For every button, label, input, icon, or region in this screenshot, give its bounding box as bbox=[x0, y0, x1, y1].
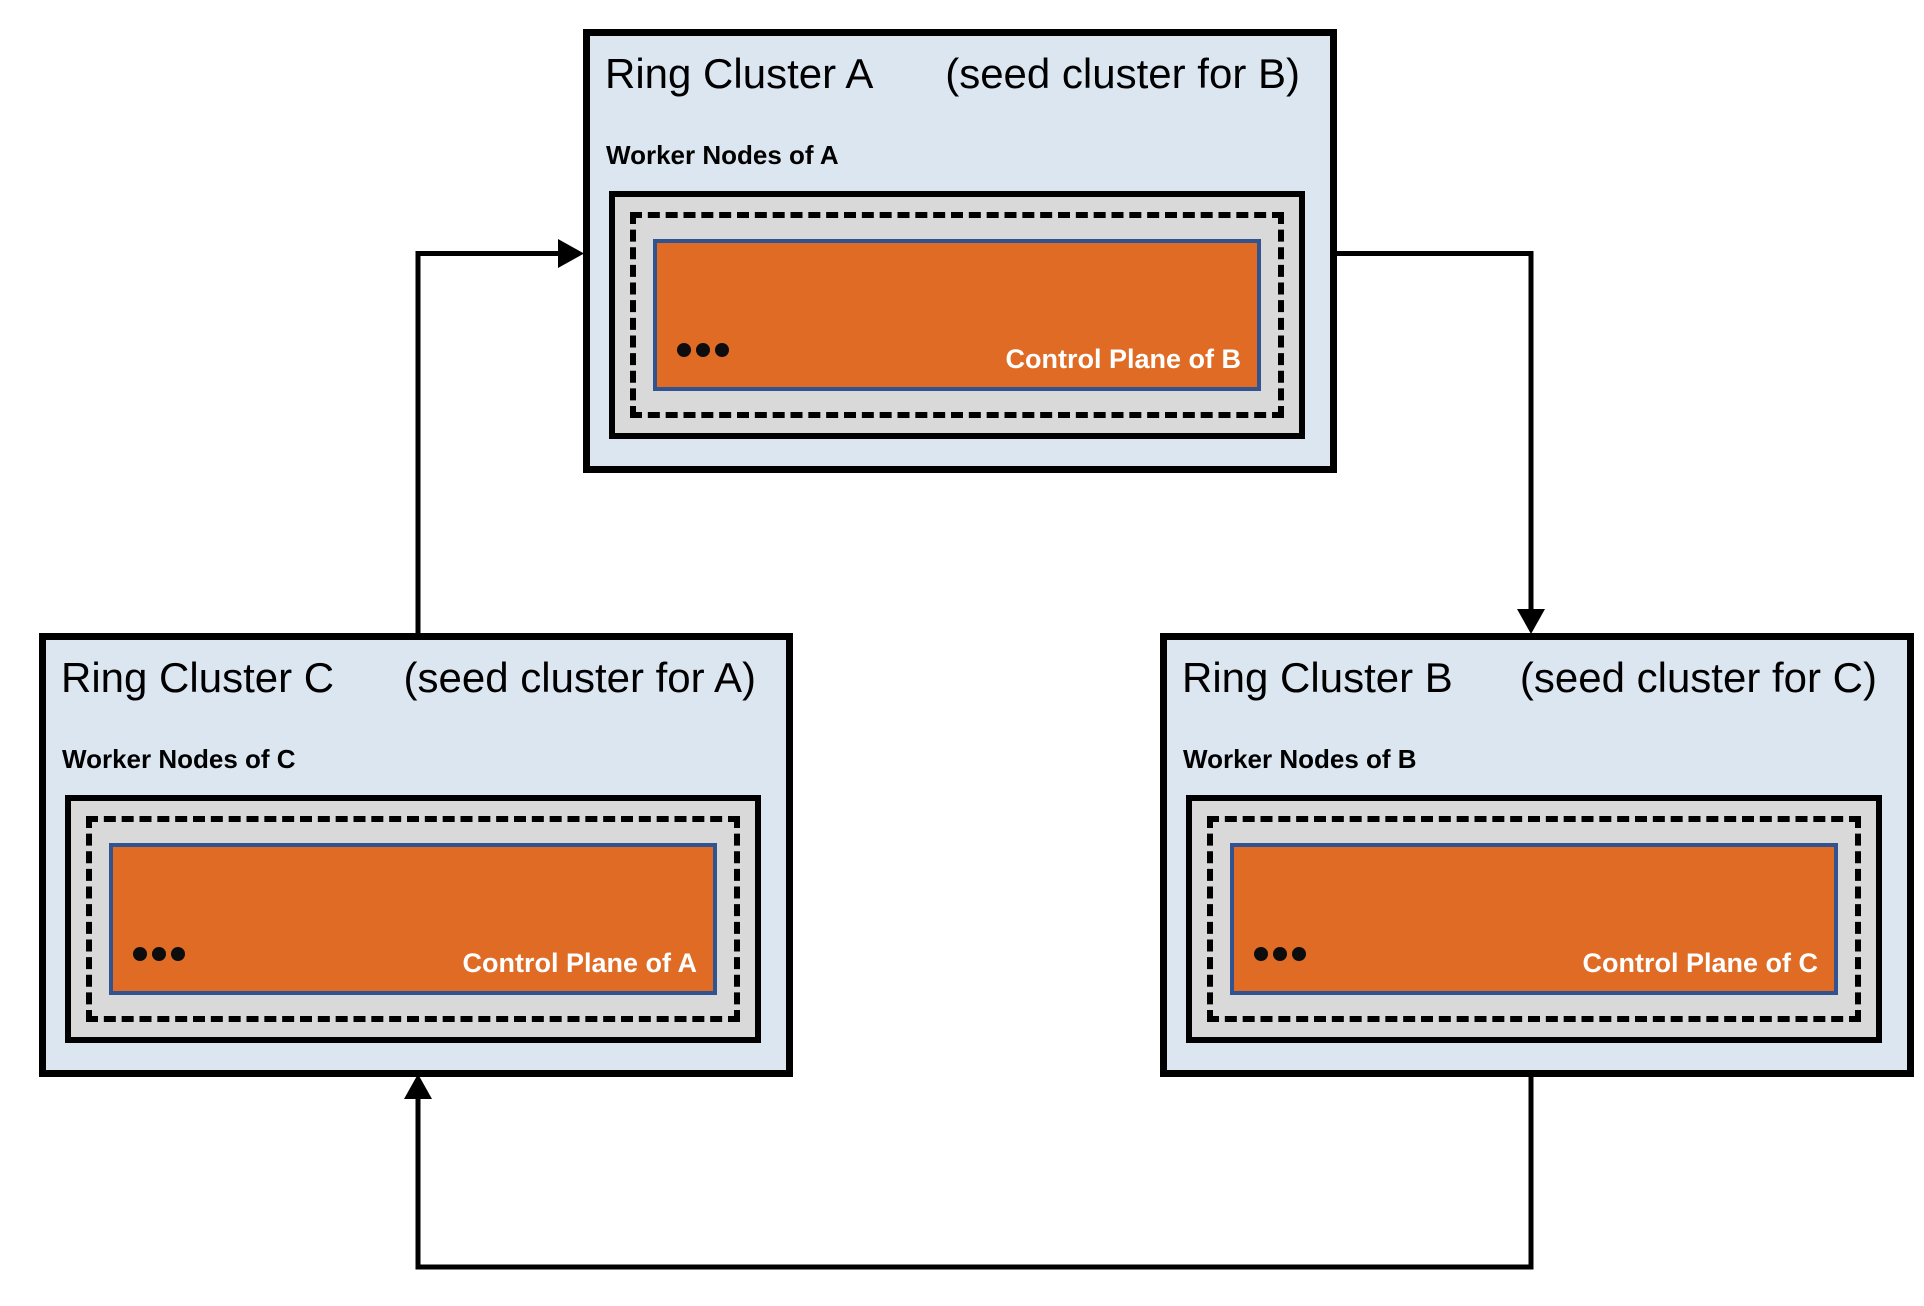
cluster-b-dashed-boundary: Control Plane of C bbox=[1207, 816, 1861, 1022]
cluster-b-seed-note: (seed cluster for C) bbox=[1519, 654, 1877, 701]
cluster-b-worker-nodes-box: Control Plane of C bbox=[1186, 795, 1882, 1043]
cluster-a-title: Ring Cluster A bbox=[605, 50, 874, 97]
cluster-c-worker-label: Worker Nodes of C bbox=[62, 744, 296, 774]
cluster-c-worker-nodes-box: Control Plane of A bbox=[65, 795, 761, 1043]
arrow-c-to-a bbox=[415, 239, 584, 633]
ring-cluster-b: Ring Cluster B (seed cluster for C) Work… bbox=[1160, 633, 1914, 1077]
cluster-b-worker-label: Worker Nodes of B bbox=[1183, 744, 1417, 774]
ring-cluster-a: Ring Cluster A (seed cluster for B) Work… bbox=[583, 29, 1337, 473]
ring-cluster-c: Ring Cluster C (seed cluster for A) Work… bbox=[39, 633, 793, 1077]
cluster-a-control-plane-label: Control Plane of B bbox=[1005, 344, 1242, 374]
cluster-a-worker-nodes-box: Control Plane of B bbox=[609, 191, 1305, 439]
cluster-b-hosted-control-plane: Control Plane of C bbox=[1230, 843, 1838, 995]
ellipsis-icon bbox=[1254, 947, 1306, 961]
cluster-a-dashed-boundary: Control Plane of B bbox=[630, 212, 1284, 418]
cluster-b-title: Ring Cluster B bbox=[1182, 654, 1453, 701]
cluster-b-title-row: Ring Cluster B (seed cluster for C) bbox=[1182, 654, 1877, 702]
arrowhead-down-icon bbox=[1517, 609, 1545, 634]
cluster-c-title-row: Ring Cluster C (seed cluster for A) bbox=[61, 654, 756, 702]
arrow-a-to-b bbox=[1337, 251, 1545, 634]
ellipsis-icon bbox=[677, 343, 729, 357]
arrowhead-right-icon bbox=[558, 239, 584, 268]
cluster-c-title: Ring Cluster C bbox=[61, 654, 335, 701]
cluster-c-hosted-control-plane: Control Plane of A bbox=[109, 843, 717, 995]
cluster-c-control-plane-label: Control Plane of A bbox=[462, 948, 698, 978]
ellipsis-icon bbox=[133, 947, 185, 961]
cluster-c-dashed-boundary: Control Plane of A bbox=[86, 816, 740, 1022]
cluster-a-seed-note: (seed cluster for B) bbox=[945, 50, 1300, 97]
cluster-a-hosted-control-plane: Control Plane of B bbox=[653, 239, 1261, 391]
cluster-a-worker-label: Worker Nodes of A bbox=[606, 140, 839, 170]
cluster-c-seed-note: (seed cluster for A) bbox=[403, 654, 756, 701]
arrow-b-to-c bbox=[404, 1074, 1534, 1270]
cluster-a-title-row: Ring Cluster A (seed cluster for B) bbox=[605, 50, 1300, 98]
arrowhead-up-icon bbox=[404, 1074, 432, 1099]
cluster-b-control-plane-label: Control Plane of C bbox=[1582, 948, 1819, 978]
